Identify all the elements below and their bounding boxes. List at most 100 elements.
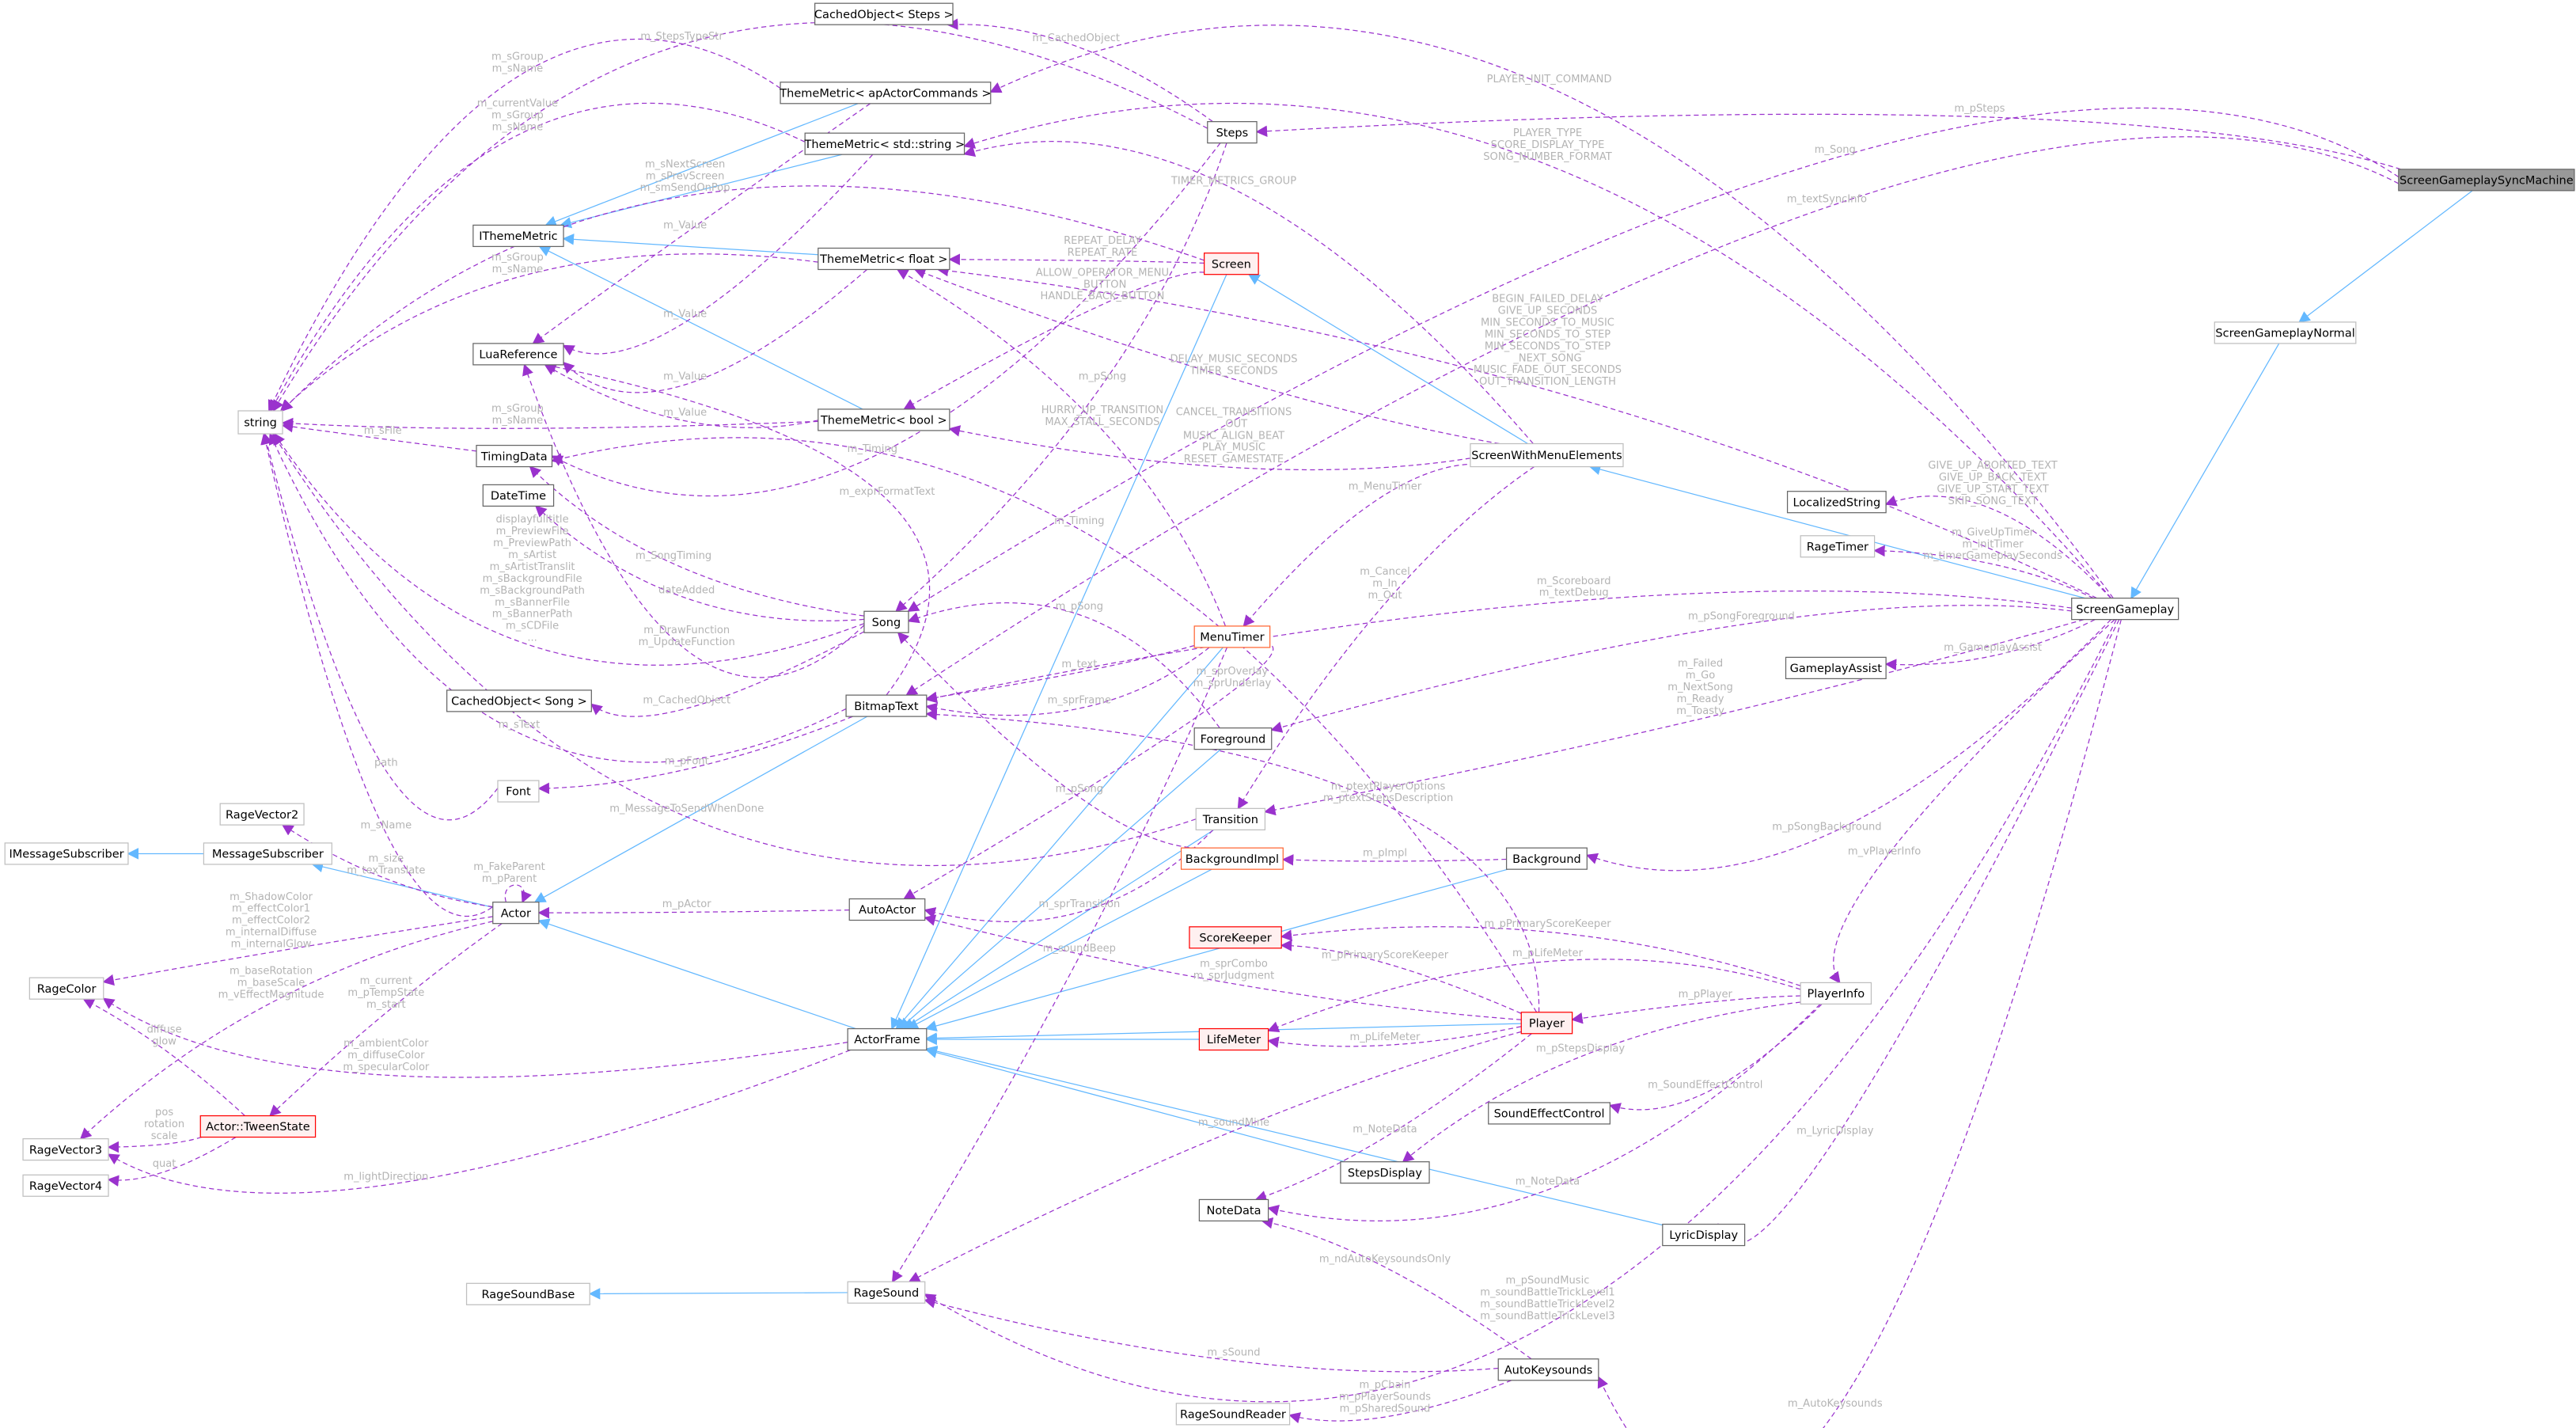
edge-label-line: m_Out [1368,590,1402,602]
class-node-font[interactable]: Font [497,780,540,803]
usage-edge-actorframe-to-ragecolor [102,997,848,1078]
class-node-box [1497,1358,1599,1381]
class-node-scorekeeper[interactable]: ScoreKeeper [1189,926,1282,949]
edge-label: m_pSongBackground [1772,821,1881,833]
class-node-player[interactable]: Player [1520,1012,1573,1035]
edge-label-line: m_MessageToSendWhenDone [609,803,764,815]
class-node-screen[interactable]: Screen [1204,253,1259,275]
usage-edge-player-to-timing [551,437,1538,1013]
class-node-autokey[interactable]: AutoKeysounds [1497,1358,1599,1381]
edge-label: m_pPlayer [1679,989,1733,1001]
edge-label-line: m_MenuTimer [1349,481,1422,493]
class-node-normal[interactable]: ScreenGameplayNormal [2214,321,2357,344]
class-node-sfx[interactable]: SoundEffectControl [1488,1102,1610,1125]
class-node-bgimpl[interactable]: BackgroundImpl [1180,847,1284,870]
class-node-notedata[interactable]: NoteData [1198,1198,1269,1222]
class-node-datetime[interactable]: DateTime [482,484,555,507]
usage-edge-player-to-ragesound [908,1031,1522,1282]
edge-label: m_pActor [662,898,712,910]
class-node-tmbool[interactable]: ThemeMetric< bool > [818,408,950,431]
class-node-localized[interactable]: LocalizedString [1786,491,1887,514]
class-node-cachedsong[interactable]: CachedObject< Song > [446,689,592,712]
class-node-background[interactable]: Background [1505,847,1588,870]
class-node-stepsdisplay[interactable]: StepsDisplay [1340,1161,1430,1184]
class-node-box [1800,535,1876,558]
class-node-lyric[interactable]: LyricDisplay [1662,1223,1746,1247]
class-node-playerinfo[interactable]: PlayerInfo [1800,982,1872,1005]
class-node-foreground[interactable]: Foreground [1193,727,1273,750]
class-node-label: AutoKeysounds [1504,1364,1593,1377]
edge-label: m_pSteps [1954,103,2005,115]
class-node-string[interactable]: string [237,410,283,435]
class-node-rsreader[interactable]: RageSoundReader [1175,1403,1291,1426]
edge-label-line: m_pPlayerSounds [1339,1392,1431,1403]
class-node-autoactor[interactable]: AutoActor [848,898,926,921]
usage-edge-tmfloat-to-string [279,253,818,412]
class-node-gameplay[interactable]: ScreenGameplay [2071,598,2180,621]
usage-edge-tmbool-to-string [281,417,818,430]
edge-label: m_textSyncInfo [1787,193,1867,205]
class-node-tmstring[interactable]: ThemeMetric< std::string > [804,132,966,155]
edge-label-line: m_ptextPlayerOptions [1331,780,1446,792]
edge-label: m_GameplayAssist [1944,642,2042,654]
class-node-cachedsteps[interactable]: CachedObject< Steps > [814,2,954,25]
usage-edge-player-to-lifemeter [1267,1026,1522,1048]
class-node-sync[interactable]: ScreenGameplaySyncMachine [2398,169,2575,192]
class-node-ragesound[interactable]: RageSound [847,1281,926,1304]
class-node-box [203,842,332,865]
class-node-itm[interactable]: IThemeMetric [472,224,564,248]
class-node-box [1204,253,1259,275]
class-node-timing[interactable]: TimingData [476,444,553,468]
class-node-tween[interactable]: Actor::TweenState [199,1115,317,1138]
edge-label-line: m_exprFormatText [840,486,935,498]
edge-label-line: m_pPrimaryScoreKeeper [1322,949,1449,961]
usage-edge-tmbool-to-lua [544,364,818,428]
class-node-steps[interactable]: Steps [1207,121,1258,144]
edge-label-line: m_lightDirection [343,1172,428,1183]
class-node-transition[interactable]: Transition [1195,807,1266,830]
class-node-actorframe[interactable]: ActorFrame [847,1027,928,1051]
class-node-box [446,689,592,712]
usage-edge-gameplay-to-foreground [1270,605,2072,733]
class-node-actor[interactable]: Actor [492,902,540,925]
class-node-tmactor[interactable]: ThemeMetric< apActorCommands > [779,82,992,104]
inheritance-edge-normal-to-gameplay [2130,343,2280,599]
edge-label: m_soundMine [1198,1117,1269,1129]
usage-edge-timing-to-string [281,420,477,452]
class-node-lifemeter[interactable]: LifeMeter [1198,1027,1269,1051]
class-node-swme[interactable]: ScreenWithMenuElements [1470,442,1624,468]
edge-label-line: m_pSharedSound [1340,1403,1431,1415]
class-node-tmfloat[interactable]: ThemeMetric< float > [818,247,950,271]
class-node-rv2[interactable]: RageVector2 [219,803,305,826]
usage-edge-swme-to-tmfloat [913,268,1500,445]
usage-edge-bitmaptext-to-string [268,432,847,763]
class-node-label: BackgroundImpl [1186,853,1279,866]
usage-edge-screen-to-string [281,185,1205,412]
class-node-rv4[interactable]: RageVector4 [22,1174,109,1197]
edge-label-line: m_Timing [1054,515,1104,527]
class-node-box [863,610,909,633]
class-node-song[interactable]: Song [863,610,909,633]
class-node-lua[interactable]: LuaReference [472,343,564,366]
usage-edge-song-to-timing [529,465,865,617]
class-node-assist[interactable]: GameplayAssist [1785,656,1887,679]
edge-label-line: m_Timing [848,443,897,455]
class-node-rv3[interactable]: RageVector3 [22,1137,109,1161]
edge-label: m_LyricDisplay [1796,1125,1874,1137]
class-node-ragecolor[interactable]: RageColor [28,977,104,1000]
edge-label-line: m_Scoreboard [1537,575,1611,587]
edge-label-line: SONG_NUMBER_FORMAT [1483,151,1612,163]
class-node-rsbase[interactable]: RageSoundBase [465,1282,590,1305]
class-node-label: ScoreKeeper [1199,932,1271,945]
class-node-box [2398,169,2575,192]
class-node-menutimer[interactable]: MenuTimer [1193,625,1271,648]
class-node-msg[interactable]: MessageSubscriber [203,842,332,865]
class-node-bitmaptext[interactable]: BitmapText [845,694,928,717]
class-node-imsg[interactable]: IMessageSubscriber [4,842,129,865]
class-node-box [818,247,950,271]
class-node-ragetimer[interactable]: RageTimer [1800,535,1876,558]
